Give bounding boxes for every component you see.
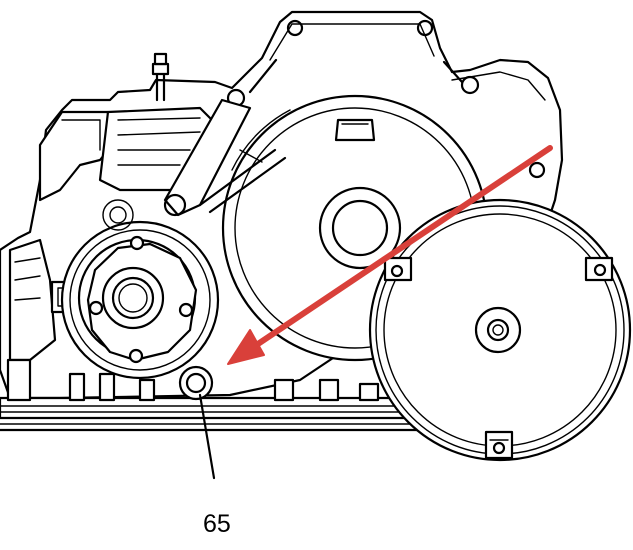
valve-body-section [0,52,422,432]
indicator-arrow [227,145,553,365]
arrow-head [227,329,265,365]
arrow-shaft [249,145,553,351]
callout-label: 65 [203,510,231,538]
side-cover [60,199,220,380]
flexplate [368,198,632,462]
drain-plug-65 [178,365,214,401]
callout-65: 65 [198,393,231,538]
